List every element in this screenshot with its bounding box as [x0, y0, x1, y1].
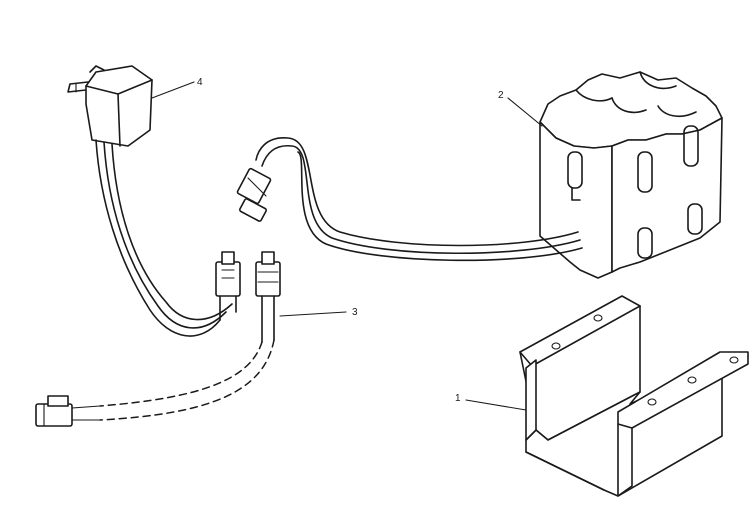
bracket-part — [519, 295, 749, 497]
callout-label-1: 1 — [455, 393, 461, 404]
callout-2: 2 — [498, 90, 543, 127]
callout-4: 4 — [151, 77, 203, 99]
charger-part — [67, 65, 233, 337]
callout-3: 3 — [279, 307, 358, 318]
callout-label-3: 3 — [352, 307, 358, 318]
battery-pack-part — [236, 71, 723, 279]
charger-cord-part — [35, 251, 281, 427]
callout-label-2: 2 — [498, 90, 504, 101]
callout-label-4: 4 — [197, 77, 203, 88]
callout-1: 1 — [455, 393, 527, 411]
charger-connector — [215, 251, 241, 321]
